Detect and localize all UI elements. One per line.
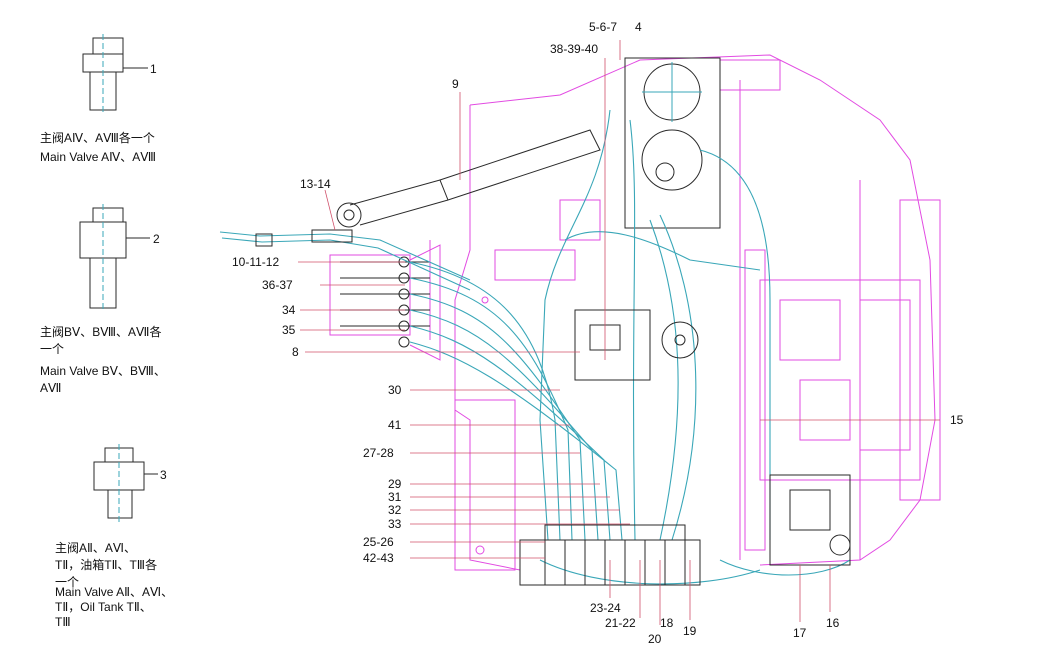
machine-frame-outline [429, 54, 941, 571]
hose-10-12 [219, 229, 471, 291]
callout-17: 17 [793, 626, 807, 640]
fitting-2-caption-cn: 主阀BⅤ、BⅧ、AⅦ各一个 [40, 324, 161, 356]
fitting-3-caption-en: Main Valve AⅡ、AⅥ、TⅡ，Oil Tank TⅡ、TⅢ [55, 585, 173, 629]
fitting-2-drawing [79, 204, 150, 312]
callout-32: 32 [388, 503, 402, 517]
hydraulic-pump [769, 474, 851, 566]
fitting-1-caption-cn: 主阀AⅣ、AⅧ各一个 [40, 130, 155, 145]
callout-20: 20 [648, 632, 662, 646]
callout-25-26: 25-26 [363, 535, 394, 549]
oil-cooler-unit [624, 57, 721, 229]
callout-34: 34 [282, 303, 296, 317]
callout-4: 4 [635, 20, 642, 34]
callout-31: 31 [388, 490, 402, 504]
fitting-1-caption-en: Main Valve AⅣ、AⅧ [40, 150, 156, 164]
hose-bundle [409, 109, 851, 585]
leader-lines [298, 40, 940, 625]
callout-15: 15 [950, 413, 964, 427]
callout-35: 35 [282, 323, 296, 337]
callout-42-43: 42-43 [363, 551, 394, 565]
control-valve-block [574, 309, 699, 381]
callout-5-6-7: 5-6-7 [589, 20, 617, 34]
callout-18: 18 [660, 616, 674, 630]
callout-30: 30 [388, 383, 402, 397]
callout-27-28: 27-28 [363, 446, 394, 460]
fitting-3-label: 3 [160, 468, 167, 482]
fitting-1-label: 1 [150, 62, 157, 76]
callout-33: 33 [388, 517, 402, 531]
callout-10-11-12: 10-11-12 [232, 255, 279, 269]
callout-38-39-40: 38-39-40 [550, 42, 598, 56]
callout-19: 19 [683, 624, 697, 638]
callout-23-24: 23-24 [590, 601, 621, 615]
callout-8: 8 [292, 345, 299, 359]
callout-9: 9 [452, 77, 459, 91]
callout-13-14: 13-14 [300, 177, 331, 191]
callout-21-22: 21-22 [605, 616, 636, 630]
fitting-3-caption-cn: 主阀AⅡ、AⅥ、TⅡ，油箱TⅡ、TⅢ各一个 [55, 541, 157, 589]
hydraulic-cylinder [336, 129, 601, 228]
callout-41: 41 [388, 418, 402, 432]
callout-29: 29 [388, 477, 402, 491]
fitting-3-drawing [93, 444, 158, 522]
fitting-2-label: 2 [153, 232, 160, 246]
callout-16: 16 [826, 616, 840, 630]
callout-36-37: 36-37 [262, 278, 293, 292]
fitting-2-caption-en: Main Valve BⅤ、BⅧ、AⅦ [40, 364, 166, 395]
fitting-1-drawing [82, 34, 148, 114]
